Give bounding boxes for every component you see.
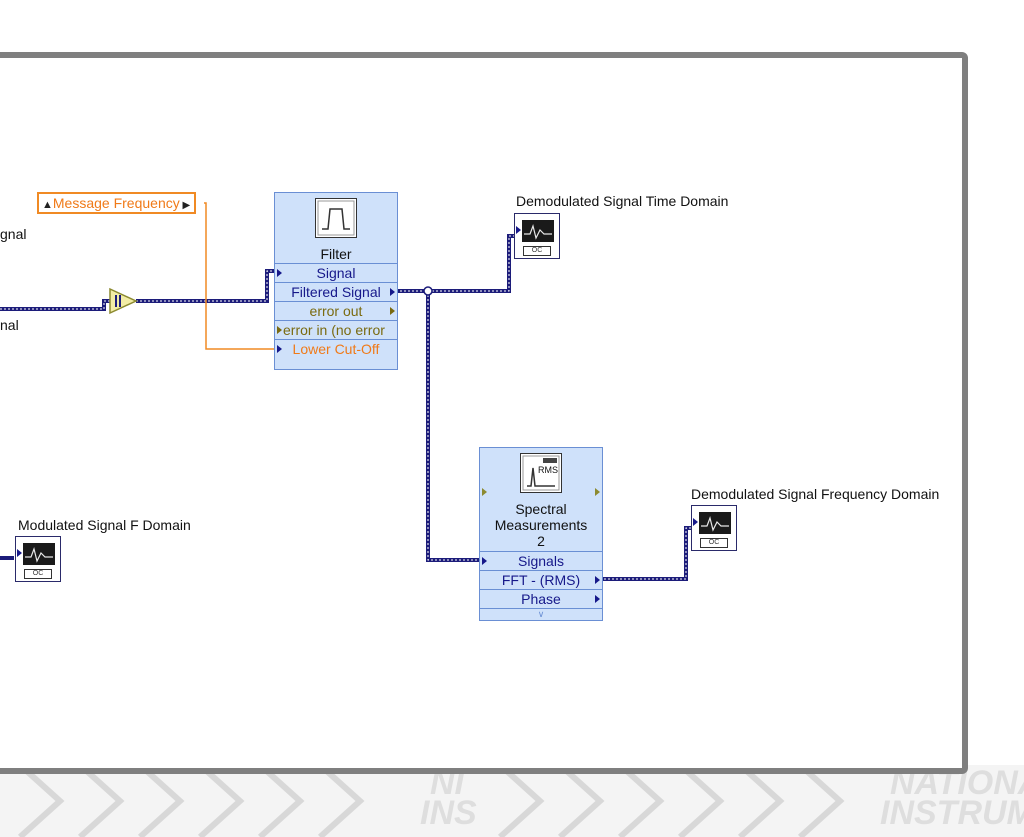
filter-title: Filter (320, 246, 352, 262)
filter-signal-label: Signal (316, 265, 356, 281)
spectral-row-fft[interactable]: FFT - (RMS) (480, 570, 602, 590)
input-terminal-icon (482, 557, 487, 565)
input-terminal-icon (277, 345, 282, 353)
watermark-mid-2: INS (420, 794, 477, 832)
filter-row-error-in[interactable]: error in (no error (275, 320, 397, 340)
wire-message-frequency (204, 202, 278, 350)
input-terminal-icon (693, 518, 698, 526)
input-terminal-icon (482, 488, 487, 496)
wire-to-freq-graph (600, 526, 692, 581)
label-modulated-f: Modulated Signal F Domain (18, 517, 191, 533)
output-terminal-icon (595, 576, 600, 584)
input-terminal-icon (277, 326, 282, 334)
output-terminal-icon (595, 488, 600, 496)
input-terminal-icon (516, 226, 521, 234)
filter-node[interactable]: Filter Signal Filtered Signal error out … (274, 192, 398, 370)
watermark-right-2: INSTRUM (880, 794, 1024, 832)
message-frequency-label: Message Frequency (52, 195, 180, 211)
wire-to-time-graph (396, 234, 514, 293)
time-domain-graph-terminal[interactable]: OC (514, 213, 560, 259)
output-terminal-icon (390, 307, 395, 315)
wire-to-filter (136, 269, 278, 303)
graph-screen-icon (699, 512, 731, 534)
output-terminal-icon: ▶ (179, 200, 191, 211)
filter-filtered-signal-label: Filtered Signal (291, 284, 381, 300)
graph-screen-icon (522, 220, 554, 242)
label-signal-top: gnal (0, 226, 27, 242)
spectral-fft-label: FFT - (RMS) (501, 572, 581, 588)
watermark-background (0, 765, 1024, 837)
filter-icon (315, 198, 357, 238)
modulated-graph-terminal[interactable]: OC (15, 536, 61, 582)
compound-arithmetic-node[interactable] (109, 287, 138, 315)
freq-domain-graph-terminal[interactable]: OC (691, 505, 737, 551)
spectral-row-signals[interactable]: Signals (480, 551, 602, 571)
spectral-title-2: Measurements (494, 517, 588, 533)
message-frequency-control[interactable]: ▲Message Frequency ▶ (37, 192, 197, 214)
filter-error-out-label: error out (309, 303, 363, 319)
filter-row-filtered-signal[interactable]: Filtered Signal (275, 282, 397, 302)
spectral-row-phase[interactable]: Phase (480, 589, 602, 609)
spectral-phase-label: Phase (521, 591, 561, 607)
filter-error-in-label: error in (no error (283, 322, 385, 338)
expand-chevron-icon[interactable]: ∨ (480, 608, 602, 620)
rms-icon: RMS (520, 453, 562, 493)
filter-row-signal[interactable]: Signal (275, 263, 397, 283)
label-freq-domain: Demodulated Signal Frequency Domain (691, 486, 940, 502)
label-time-domain: Demodulated Signal Time Domain (516, 193, 729, 209)
rms-icon-text: RMS (538, 465, 558, 475)
label-signal-bottom: nal (0, 317, 19, 333)
wire-to-spectral (426, 291, 482, 562)
input-terminal-icon (17, 549, 22, 557)
filter-row-error-out[interactable]: error out (275, 301, 397, 321)
output-terminal-icon (595, 595, 600, 603)
graph-icon-text: OC (24, 569, 52, 579)
spectral-measurements-node[interactable]: RMS Spectral Measurements 2 Signals FFT … (479, 447, 603, 621)
home-icon: ▲ (42, 199, 53, 211)
graph-screen-icon (23, 543, 55, 565)
input-terminal-icon (277, 269, 282, 277)
output-terminal-icon (390, 288, 395, 296)
loop-frame[interactable] (0, 52, 968, 774)
spectral-title-1: Spectral (515, 501, 567, 517)
graph-icon-text: OC (523, 246, 551, 256)
spectral-signals-label: Signals (518, 553, 564, 569)
filter-row-lower-cutoff[interactable]: Lower Cut-Off (275, 339, 397, 359)
wire-signal-in (0, 299, 110, 311)
spectral-title-3: 2 (537, 533, 545, 549)
graph-icon-text: OC (700, 538, 728, 548)
filter-lower-cutoff-label: Lower Cut-Off (292, 341, 380, 357)
